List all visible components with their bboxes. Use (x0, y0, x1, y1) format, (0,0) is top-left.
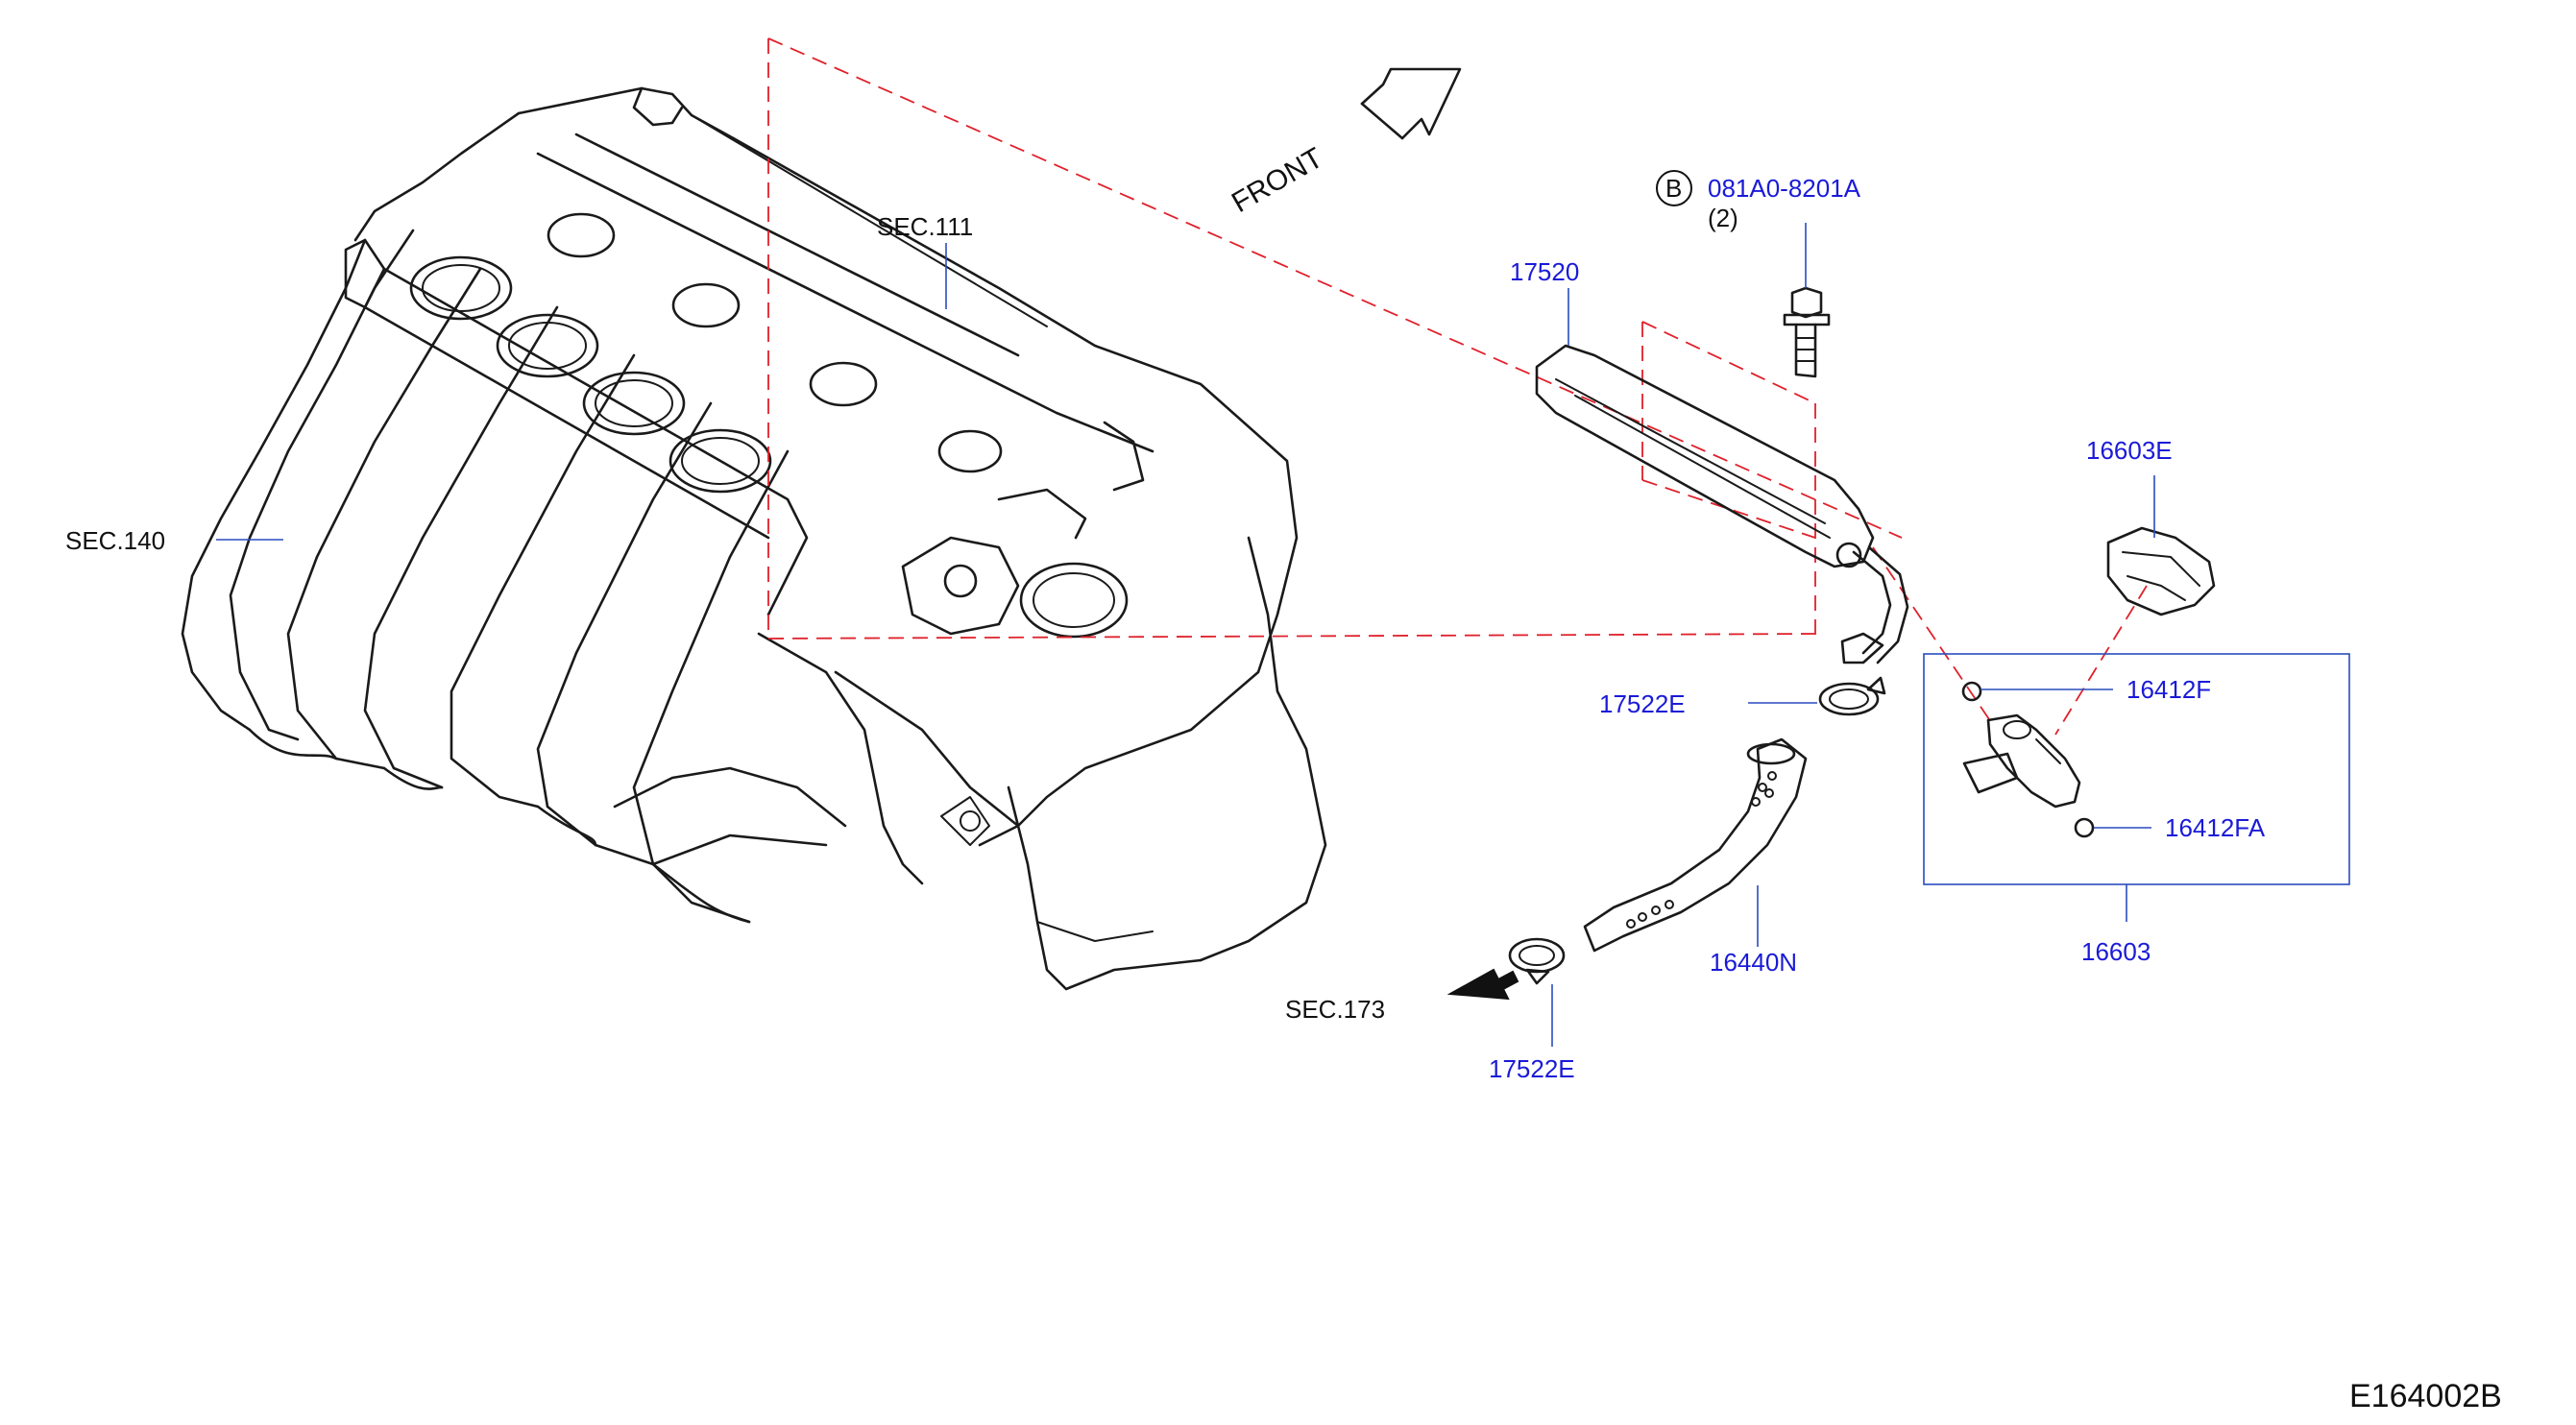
injector-holder-part-number: 16603E (2086, 436, 2173, 465)
front-label: FRONT (1227, 142, 1328, 219)
alignment-dashed-lines (767, 37, 2148, 736)
clamp-upper-part-number: 17522E (1599, 689, 1686, 718)
injector-holder-illustration (2106, 526, 2216, 616)
fuel-hose-illustration (1583, 737, 1808, 953)
injector-assembly-part-number: 16603 (2081, 937, 2151, 966)
front-direction-indicator: FRONT (1227, 67, 1462, 219)
o-ring-lower-part-number: 16412FA (2165, 813, 2266, 842)
injector-assembly-box (1923, 653, 2350, 885)
bolt-part-number: 081A0-8201A (1708, 174, 1861, 203)
sec-173-direction-arrow (1446, 968, 1519, 1001)
o-ring-upper-part-number: 16412F (2126, 675, 2211, 704)
fuel-tube-part-number: 17520 (1510, 257, 1579, 286)
bolt-quantity: (2) (1708, 204, 1738, 232)
fuel-tube-assembly (1535, 344, 1909, 664)
callout-leader-lines (216, 223, 2155, 1047)
bolt-callout: B 081A0-8201A (2) (1656, 170, 1861, 232)
bolt-illustration (1783, 286, 1831, 378)
sec-173-label: SEC.173 (1285, 995, 1385, 1024)
clamp-lower-illustration (1508, 937, 1566, 985)
clamp-lower-part-number: 17522E (1489, 1054, 1575, 1083)
hose-part-number: 16440N (1710, 948, 1797, 977)
sec-111-label: SEC.111 (877, 212, 973, 241)
clamp-upper-illustration (1818, 676, 1886, 716)
sec-140-label: SEC.140 (65, 526, 165, 555)
diagram-code: E164002B (2349, 1378, 2502, 1414)
bolt-badge-letter: B (1665, 174, 1682, 203)
bolt-badge-circle (1656, 170, 1692, 206)
engine-block-illustration (181, 86, 1327, 991)
